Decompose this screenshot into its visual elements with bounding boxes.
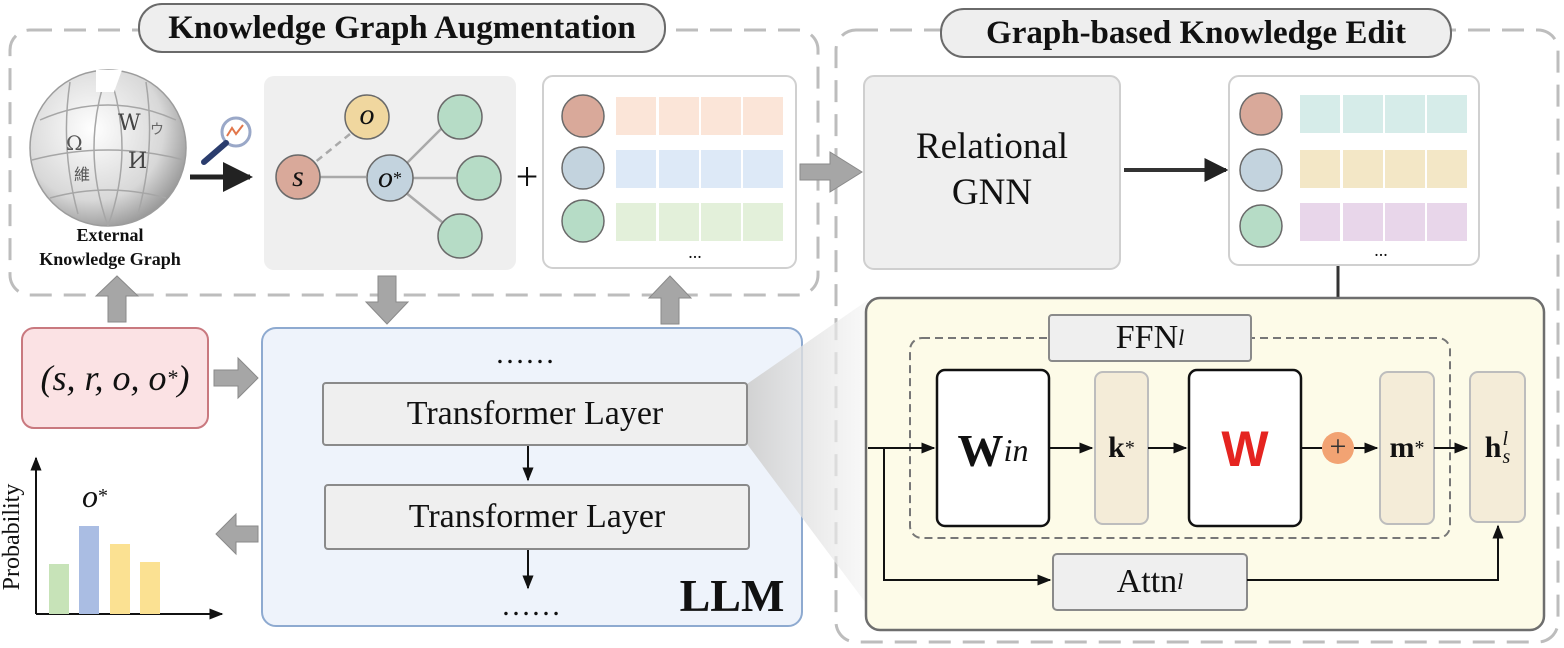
transformer-layer-2: Transformer Layer [324,484,750,550]
llm-label: LLM [679,569,785,621]
bar-yellow-1 [110,544,130,614]
ffn-dashed-frame [909,337,1451,539]
node-s-label: s [292,160,304,193]
prob-ylabel: Probability [0,483,25,591]
h-label: h l s [1484,428,1511,468]
w-edit-label: W [1221,421,1269,477]
plus-circle [1322,432,1354,464]
embed-rows-right [1300,95,1467,241]
svg-text:W: W [118,111,141,136]
node-o [344,94,390,140]
tuple-label: (s, r, o, o*) [40,358,190,398]
embed-rows-left [616,97,783,241]
magnifier-icon [201,116,252,165]
node-s [275,154,321,200]
arrow-subgraph-down [364,275,410,325]
llm-dots-bottom: …… [501,589,561,622]
embed-right-ellipsis: ... [1374,239,1388,260]
external-kg-label: External Knowledge Graph [39,225,181,269]
svg-text:維: 維 [74,165,90,184]
arrow-tuple-up [94,275,140,323]
tuple-box [21,327,209,429]
arrow-llm-left [215,512,259,556]
m-label: m* [1389,431,1425,464]
attn-block [1052,553,1248,611]
plus-circle-label: + [1329,430,1347,463]
kga-section-title: Knowledge Graph Augmentation [138,3,666,53]
node-green-1 [437,94,483,140]
node-ostar [366,154,414,202]
zoom-funnel [747,300,868,606]
plus-sign: + [515,153,539,199]
wikipedia-globe-icon: W Ω И 維 ウ [29,69,187,227]
node-o-label: o [359,98,375,131]
probability-chart [30,456,224,620]
svg-text:ウ: ウ [150,122,164,138]
arrow-tuple-right [213,356,259,400]
svg-text:И: И [128,149,147,174]
subgraph-edges [297,127,456,223]
gke-section-title: Graph-based Knowledge Edit [940,8,1452,58]
node-green-3 [437,213,483,259]
bar-yellow-2 [140,562,160,614]
relational-gnn-label: Relational GNN [915,126,1069,213]
relational-gnn-box [863,75,1121,270]
bar-green [49,564,69,614]
arrow-to-gnn [799,151,863,193]
node-green-2 [456,155,502,201]
arrow-llm-up [647,275,693,325]
transformer-layer-1: Transformer Layer [322,382,748,446]
h-block [1469,371,1526,523]
bar-blue [79,526,99,614]
prob-peak-label: o* [82,477,108,514]
svg-text:Ω: Ω [66,131,83,155]
embed-left-ellipsis: ... [688,241,702,262]
llm-dots-top: …… [495,337,555,370]
node-ostar-label: o* [378,161,402,194]
k-label: k* [1108,431,1135,464]
